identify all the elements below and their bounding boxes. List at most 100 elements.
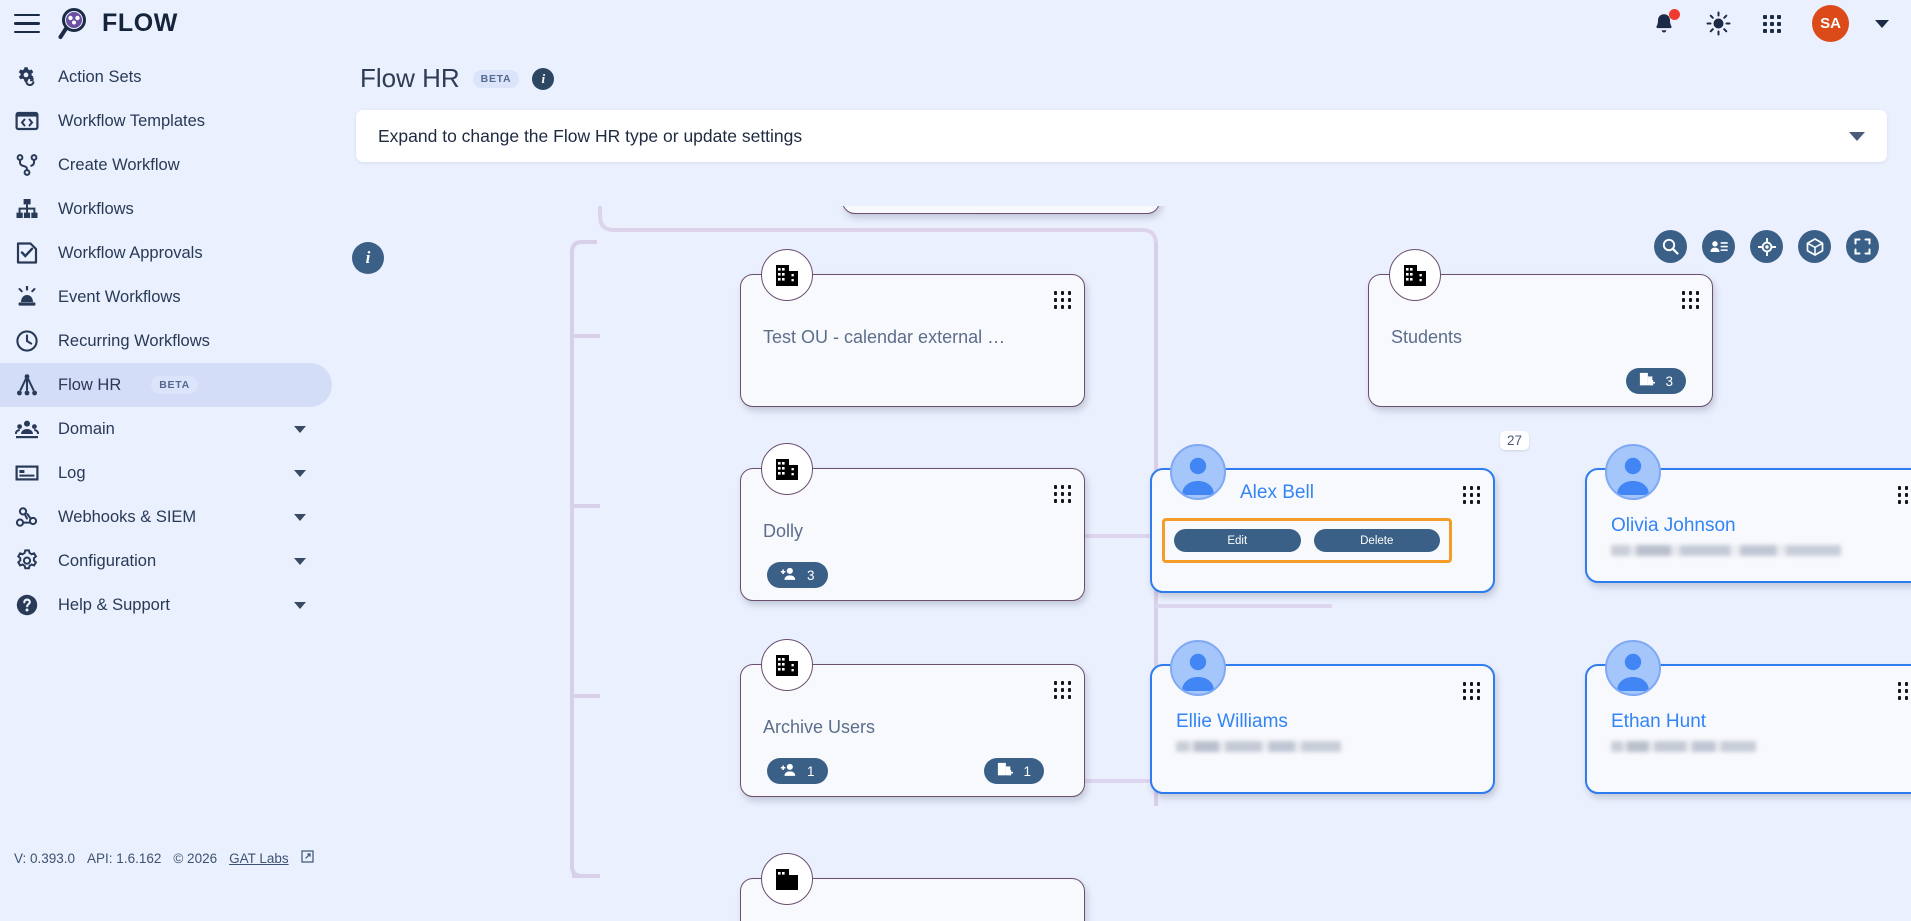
center-target-icon[interactable] (1750, 230, 1783, 263)
sidebar-item-create-workflow[interactable]: Create Workflow (0, 143, 332, 187)
org-node-test-ou[interactable]: Test OU - calendar external … (740, 274, 1085, 407)
user-name: Olivia Johnson (1611, 515, 1901, 537)
drag-handle-icon[interactable] (1463, 682, 1481, 700)
building-icon (1389, 249, 1441, 301)
copyright: © 2026 (173, 851, 217, 866)
main-content: Flow HR BETA i Expand to change the Flow… (332, 47, 1911, 874)
branch-icon (14, 153, 40, 177)
expand-settings-bar[interactable]: Expand to change the Flow HR type or upd… (356, 110, 1887, 162)
drag-handle-icon[interactable] (1054, 485, 1072, 503)
ou-child-count-badge[interactable]: 1 (984, 758, 1044, 784)
ou-card[interactable]: Archive Users 1 1 (740, 664, 1085, 797)
org-node-dolly[interactable]: Dolly 3 (740, 468, 1085, 601)
sidebar-item-domain[interactable]: Domain (0, 407, 332, 451)
search-icon[interactable] (1654, 230, 1687, 263)
chevron-down-icon[interactable] (294, 514, 306, 521)
sidebar-item-webhooks-siem[interactable]: Webhooks & SIEM (0, 495, 332, 539)
chevron-down-icon[interactable] (294, 558, 306, 565)
org-tree-icon (14, 197, 40, 221)
user-name: Ethan Hunt (1611, 711, 1901, 733)
org-node-ellie-williams[interactable]: Ellie Williams (1150, 664, 1495, 794)
canvas-info-button[interactable]: i (352, 242, 384, 274)
user-card[interactable]: Ellie Williams (1150, 664, 1495, 794)
brand[interactable]: FLOW (58, 6, 178, 41)
sidebar-item-label: Help & Support (58, 596, 170, 615)
org-node-archive-users[interactable]: Archive Users 1 1 (740, 664, 1085, 797)
user-name: Alex Bell (1240, 482, 1314, 504)
org-node-partial-bottom[interactable] (740, 878, 1085, 921)
drag-handle-icon[interactable] (1054, 291, 1072, 309)
org-chart-canvas[interactable]: 24 27 (332, 206, 1911, 921)
user-card[interactable]: Ethan Hunt (1585, 664, 1911, 794)
sidebar-item-configuration[interactable]: Configuration (0, 539, 332, 583)
ou-user-count-badge[interactable]: 3 (767, 562, 828, 588)
person-avatar-icon (1605, 444, 1661, 500)
drag-handle-icon[interactable] (1463, 486, 1481, 504)
sidebar-item-label: Event Workflows (58, 288, 181, 307)
expand-settings-label: Expand to change the Flow HR type or upd… (378, 126, 802, 147)
drag-handle-icon[interactable] (1898, 486, 1911, 504)
sidebar-item-workflow-templates[interactable]: Workflow Templates (0, 99, 332, 143)
sidebar-item-workflows[interactable]: Workflows (0, 187, 332, 231)
chevron-down-icon[interactable] (294, 602, 306, 609)
sidebar-item-label: Webhooks & SIEM (58, 508, 196, 527)
user-details-icon[interactable] (1702, 230, 1735, 263)
org-node-alex-bell[interactable]: Alex Bell Edit Delete (1150, 468, 1495, 593)
ou-name: Dolly (763, 521, 803, 542)
fullscreen-icon[interactable] (1846, 230, 1879, 263)
sidebar-item-recurring-workflows[interactable]: Recurring Workflows (0, 319, 332, 363)
chevron-down-icon[interactable] (294, 426, 306, 433)
avatar[interactable]: SA (1812, 5, 1849, 42)
info-icon[interactable]: i (532, 68, 554, 90)
gear-icon (14, 549, 40, 573)
ou-card[interactable]: Students 3 (1368, 274, 1713, 407)
org-node-students[interactable]: Students 3 (1368, 274, 1713, 407)
ou-user-count-badge[interactable]: 1 (767, 758, 828, 784)
sidebar-item-action-sets[interactable]: Action Sets (0, 55, 332, 99)
sidebar-item-label: Domain (58, 420, 115, 439)
top-bar: FLOW SA (0, 0, 1911, 47)
hamburger-icon[interactable] (14, 14, 40, 34)
drag-handle-icon[interactable] (1682, 291, 1700, 309)
user-card[interactable]: Alex Bell Edit Delete (1150, 468, 1495, 593)
sidebar-item-workflow-approvals[interactable]: Workflow Approvals (0, 231, 332, 275)
user-email-masked (1176, 741, 1341, 752)
org-node-partial-top[interactable] (842, 206, 1160, 214)
box-3d-icon[interactable] (1798, 230, 1831, 263)
drag-handle-icon[interactable] (1054, 681, 1072, 699)
delete-button[interactable]: Delete (1314, 529, 1441, 552)
user-card[interactable]: Olivia Johnson (1585, 468, 1911, 583)
gat-labs-link[interactable]: GAT Labs (229, 851, 289, 866)
sidebar-item-label: Workflow Approvals (58, 244, 203, 263)
person-avatar-icon (1170, 444, 1226, 500)
sun-icon[interactable] (1704, 10, 1732, 38)
drag-handle-icon[interactable] (1898, 682, 1911, 700)
sidebar-item-event-workflows[interactable]: Event Workflows (0, 275, 332, 319)
chevron-down-icon[interactable] (1849, 132, 1865, 141)
sidebar-item-badge: BETA (151, 376, 198, 394)
sidebar-item-help-support[interactable]: Help & Support (0, 583, 332, 627)
chevron-down-icon[interactable] (294, 470, 306, 477)
user-name: Ellie Williams (1176, 711, 1466, 733)
alarm-light-icon (14, 285, 40, 309)
sidebar-item-label: Workflows (58, 200, 134, 219)
ou-name: Archive Users (763, 717, 875, 738)
sidebar-item-log[interactable]: Log (0, 451, 332, 495)
org-node-olivia-johnson[interactable]: Olivia Johnson (1585, 468, 1911, 583)
webhook-icon (14, 505, 40, 529)
ou-card[interactable]: Dolly 3 (740, 468, 1085, 601)
building-icon (761, 853, 813, 905)
edit-button[interactable]: Edit (1174, 529, 1301, 552)
chevron-down-icon[interactable] (1875, 20, 1889, 28)
app-grid-icon[interactable] (1758, 10, 1786, 38)
sidebar-footer: V: 0.393.0 API: 1.6.162 © 2026 GAT Labs (14, 850, 314, 866)
user-email-masked (1611, 741, 1756, 752)
org-node-ethan-hunt[interactable]: Ethan Hunt (1585, 664, 1911, 794)
ou-card[interactable]: Test OU - calendar external … (740, 274, 1085, 407)
edge-label: 27 (1500, 431, 1529, 450)
badge-count: 1 (807, 764, 815, 779)
bell-icon[interactable] (1650, 10, 1678, 38)
sidebar-item-label: Configuration (58, 552, 156, 571)
ou-child-count-badge[interactable]: 3 (1626, 368, 1686, 394)
